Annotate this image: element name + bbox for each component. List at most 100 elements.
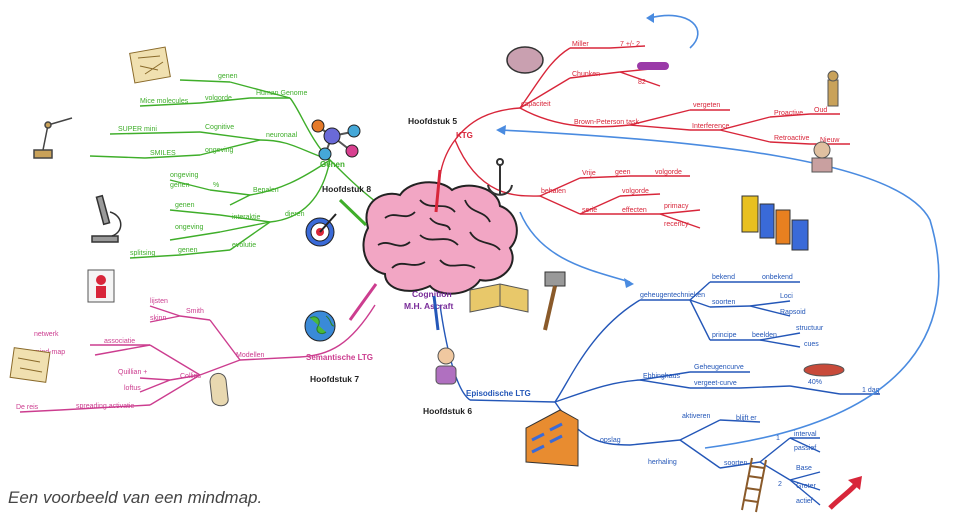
branch-title-episodisch: Episodische LTG	[466, 389, 531, 398]
ktg-label: Chunken	[572, 71, 600, 78]
genen-label: splitsing	[130, 250, 155, 257]
zeppelin-icon	[803, 363, 845, 377]
ktg-label: effecten	[622, 207, 647, 214]
ktg-label: Nieuw	[820, 137, 840, 144]
building-icon	[525, 409, 579, 467]
thinker-icon	[827, 70, 839, 107]
genen-label: SUPER mini	[118, 126, 157, 133]
branch-title-genen: Genen	[320, 160, 345, 169]
branch-semantisch	[19, 304, 376, 413]
ktg-label: volgorde	[622, 188, 649, 195]
red-arrow-icon	[828, 476, 862, 510]
episodisch-label: bekend	[712, 274, 735, 281]
ktg-label: Vrije	[582, 170, 596, 177]
genen-label: SMILES	[150, 150, 176, 157]
robot-arm-icon	[33, 117, 73, 159]
episodisch-label: blijft er	[736, 415, 757, 422]
ktg-label: capaciteit	[521, 101, 551, 108]
genen-label: Mice molecules	[140, 98, 189, 105]
episodisch-label: principe	[712, 332, 737, 339]
semantisch-label: spreading activatie	[76, 403, 134, 410]
episodisch-label: onbekend	[762, 274, 793, 281]
ktg-label: vergeten	[693, 102, 720, 109]
brain-small-icon	[506, 46, 544, 74]
semantisch-label: Quillian +	[118, 369, 147, 376]
chapter-label-7: Hoofdstuk 7	[310, 374, 359, 384]
genen-label: neuronaal	[266, 132, 298, 139]
center-title: Cognition	[412, 289, 452, 299]
highlight-bar	[637, 62, 669, 70]
episodisch-label: opslag	[600, 437, 621, 444]
ktg-label: Miller	[572, 41, 589, 48]
ktg-label: Proactive	[774, 110, 803, 117]
center-link	[348, 283, 378, 321]
chapter-label-5: Hoofdstuk 5	[408, 116, 457, 126]
genen-label: Bepalen	[253, 187, 279, 194]
branch-title-semantisch: Semantische LTG	[306, 353, 373, 362]
episodisch-label: Geheugencurve	[694, 364, 744, 371]
genen-label: genen	[170, 182, 190, 189]
scholar-icon	[811, 141, 833, 173]
episodisch-label: 1 dag	[862, 387, 880, 394]
episodisch-label: Ebbinghaus	[643, 373, 680, 380]
episodisch-label: actief	[796, 498, 813, 505]
arrowhead	[496, 125, 506, 135]
genen-label: genen	[175, 202, 195, 209]
chapter-label-6: Hoofdstuk 6	[423, 406, 472, 416]
ktg-label: serie	[582, 207, 597, 214]
episodisch-label: Base	[796, 465, 812, 472]
molecule-icon	[311, 119, 361, 161]
arrowhead	[646, 13, 654, 23]
ktg-label: Oud	[814, 107, 827, 114]
anchor-icon	[487, 158, 513, 196]
ladder-icon	[741, 457, 767, 513]
semantisch-label: Modellen	[236, 352, 265, 359]
ktg-label: behalen	[541, 188, 566, 195]
episodisch-label: 40%	[808, 379, 822, 386]
branch-semantisch-labels: Modellen Smith lijsten skinn netwerk min…	[16, 298, 265, 411]
episodisch-label: 1	[776, 435, 780, 442]
portrait-card-icon	[87, 269, 115, 303]
episodisch-label: herhaling	[648, 459, 677, 466]
ktg-label: Retroactive	[774, 135, 810, 142]
genen-label: ongeving	[170, 172, 199, 179]
genen-label: dieren	[285, 211, 305, 218]
episodisch-label: structuur	[796, 325, 824, 332]
branch-ktg-labels: capaciteit Miller 7 +/- 2 Chunken 82 Bro…	[521, 41, 840, 228]
globe-icon	[304, 310, 336, 342]
branch-ktg	[437, 45, 850, 229]
episodisch-label: passief	[794, 445, 816, 452]
person-icon	[435, 347, 457, 385]
ktg-label: 7 +/- 2	[620, 41, 640, 48]
semantisch-label: loftus	[124, 385, 141, 392]
book-icon	[469, 283, 529, 313]
episodisch-label: Groter	[796, 483, 817, 490]
episodisch-label: soorten	[712, 299, 735, 306]
hammer-icon	[543, 271, 566, 331]
microscope-icon	[91, 194, 122, 243]
ktg-label: volgorde	[655, 169, 682, 176]
episodisch-label: interval	[794, 431, 817, 438]
semantisch-label: associatie	[104, 338, 135, 345]
ktg-label: Interference	[692, 123, 729, 130]
center-link	[434, 169, 442, 213]
brain-icon	[362, 181, 518, 295]
semantisch-label: Smith	[186, 308, 204, 315]
map-icon	[129, 46, 171, 84]
ktg-label: geen	[615, 169, 631, 176]
center-subtitle: M.H. Ascraft	[404, 301, 453, 311]
ktg-label: primacy	[664, 203, 689, 210]
episodisch-label: aktiveren	[682, 413, 711, 420]
branch-episodisch	[439, 281, 880, 506]
genen-label: volgorde	[205, 95, 232, 102]
genen-label: interaktie	[232, 214, 261, 221]
arrowhead	[624, 278, 634, 288]
branch-genen-labels: genen Human Genome Mice molecules volgor…	[118, 73, 307, 257]
books-icon	[741, 195, 809, 251]
genen-label: %	[213, 182, 219, 189]
genen-label: ongeving	[175, 224, 204, 231]
semantisch-label: De reis	[16, 404, 39, 411]
genen-label: Cognitive	[205, 124, 234, 131]
episodisch-label: Rapsoid	[780, 309, 806, 316]
